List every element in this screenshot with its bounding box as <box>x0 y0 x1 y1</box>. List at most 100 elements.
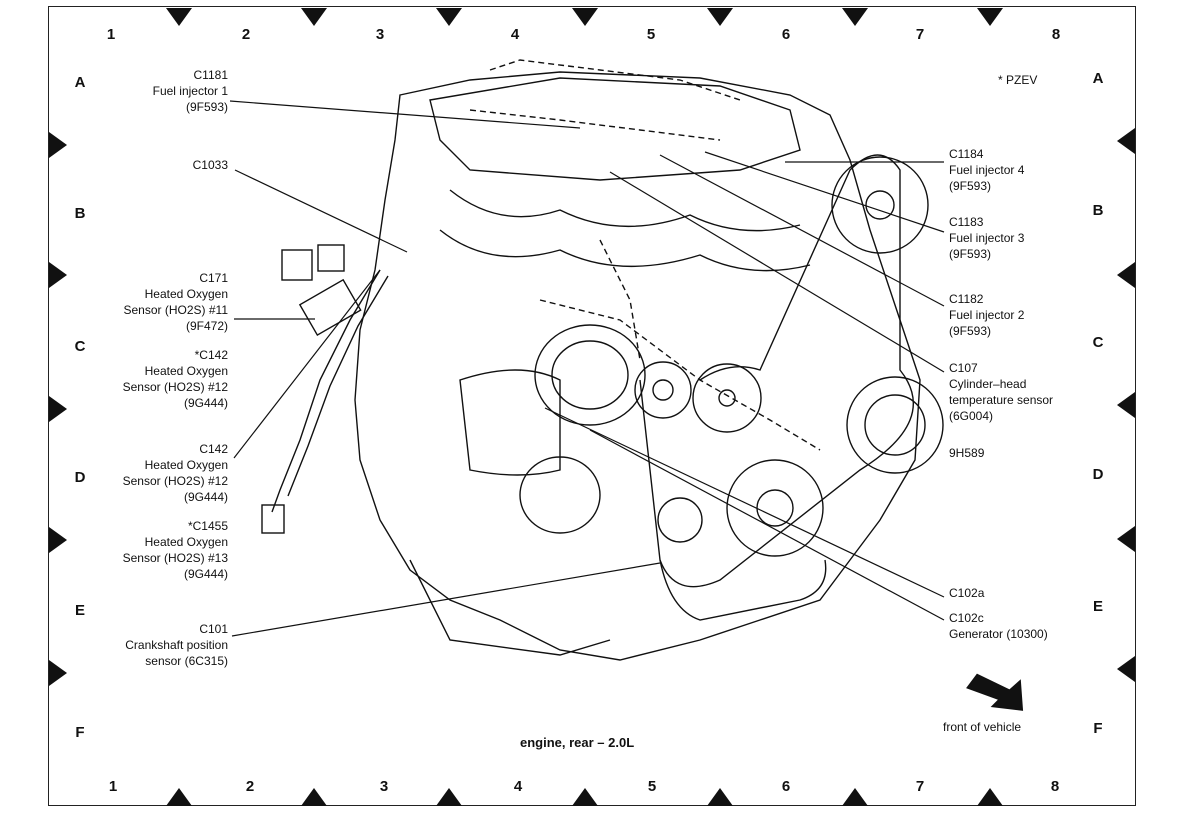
valve-cover <box>429 77 801 181</box>
callout-c102a-line-1: C102a <box>949 586 985 600</box>
grid-col-3-bottom: 3 <box>379 778 389 795</box>
grid-marker-left-1 <box>49 132 67 158</box>
grid-row-F-left: F <box>75 724 85 741</box>
water-pump-pulley <box>831 156 929 254</box>
callout-c1181-line-3: (9F593) <box>185 100 228 114</box>
c171-connector <box>281 249 313 281</box>
leader-c1183 <box>704 151 945 233</box>
callout-c1182-line-2: Fuel injector 2 <box>949 308 1025 322</box>
leader-c101 <box>231 562 661 637</box>
grid-row-B-left: B <box>74 205 86 222</box>
grid-marker-top-2 <box>301 8 327 26</box>
grid-row-C-right: C <box>1092 334 1104 351</box>
grid-col-4-top: 4 <box>510 26 520 43</box>
grid-marker-right-1 <box>1117 128 1135 154</box>
callout-c1183-line-1: C1183 <box>949 215 984 229</box>
intake-runners <box>449 189 801 232</box>
grid-col-4-bottom: 4 <box>513 778 523 795</box>
callout-c142-pzev-line-1: *C142 <box>194 348 228 362</box>
callout-c107-line-3: temperature sensor <box>949 393 1054 407</box>
o2-sensor-harness <box>271 269 381 513</box>
grid-marker-right-5 <box>1117 656 1135 682</box>
grid-col-8-bottom: 8 <box>1050 778 1060 795</box>
grid-row-D-right: D <box>1092 466 1104 483</box>
grid-col-6-bottom: 6 <box>781 778 791 795</box>
callout-c142-pzev-line-2: Heated Oxygen <box>144 364 228 378</box>
grid-col-3-top: 3 <box>375 26 385 43</box>
callout-c107-line-2: Cylinder–head <box>949 377 1027 391</box>
callout-c107-line-4: (6G004) <box>949 409 994 423</box>
grid-marker-left-2 <box>49 262 67 288</box>
engine-wiring-harness <box>489 59 741 101</box>
callout-c102c-line-2: Generator (10300) <box>949 627 1048 641</box>
grid-col-5-top: 5 <box>646 26 656 43</box>
grid-marker-bottom-6 <box>842 788 868 806</box>
grid-marker-bottom-5 <box>707 788 733 806</box>
callout-c171: C171 Heated Oxygen Sensor (HO2S) #11 (9F… <box>98 270 229 334</box>
callout-c142-pzev-line-3: Sensor (HO2S) #12 <box>122 380 228 394</box>
callout-c1183: C1183 Fuel injector 3 (9F593) <box>949 214 1089 262</box>
grid-col-5-bottom: 5 <box>647 778 657 795</box>
alternator-pulley <box>634 361 692 419</box>
crank-pulley <box>726 459 824 557</box>
grid-marker-top-6 <box>842 8 868 26</box>
callout-c101-line-1: C101 <box>199 622 228 636</box>
callout-c1182-line-3: (9F593) <box>949 324 992 338</box>
leader-c102a <box>544 407 945 598</box>
grid-marker-bottom-1 <box>166 788 192 806</box>
callout-c102c: C102c Generator (10300) <box>949 610 1089 642</box>
grid-marker-bottom-2 <box>301 788 327 806</box>
callout-c1033: C1033 <box>108 157 228 173</box>
callout-c1182-line-1: C1182 <box>949 292 984 306</box>
callout-c142: C142 Heated Oxygen Sensor (HO2S) #12 (9G… <box>98 441 228 505</box>
callout-c107-line-1: C107 <box>949 361 978 375</box>
grid-marker-bottom-3 <box>436 788 462 806</box>
grid-row-E-left: E <box>74 602 85 619</box>
callout-c1183-line-2: Fuel injector 3 <box>949 231 1025 245</box>
callout-c1184: C1184 Fuel injector 4 (9F593) <box>949 146 1089 194</box>
tensioner-pulley <box>692 363 762 433</box>
grid-marker-top-4 <box>572 8 598 26</box>
callout-c1184-line-3: (9F593) <box>949 179 992 193</box>
callout-c1181-line-2: Fuel injector 1 <box>152 84 228 98</box>
pzev-note: * PZEV <box>998 73 1038 87</box>
callout-c142-line-2: Heated Oxygen <box>144 458 228 472</box>
grid-row-A-right: A <box>1092 70 1104 87</box>
callout-c102c-line-1: C102c <box>949 611 984 625</box>
callout-c1455-line-1: *C1455 <box>187 519 228 533</box>
idler-pulley <box>657 497 703 543</box>
grid-row-D-left: D <box>74 469 86 486</box>
diagram-caption: engine, rear – 2.0L <box>520 735 635 750</box>
callout-c102a: C102a <box>949 585 1089 601</box>
grid-marker-left-3 <box>49 396 67 422</box>
serpentine-belt <box>639 154 915 588</box>
callout-c142-pzev: *C142 Heated Oxygen Sensor (HO2S) #12 (9… <box>98 347 228 411</box>
ac-compressor-pulley <box>846 376 944 474</box>
callout-c1455: *C1455 Heated Oxygen Sensor (HO2S) #13 (… <box>98 518 228 582</box>
callout-c1184-line-2: Fuel injector 4 <box>949 163 1025 177</box>
o2-sensor-connector <box>261 504 285 534</box>
grid-marker-right-4 <box>1117 526 1135 552</box>
grid-col-2-bottom: 2 <box>245 778 255 795</box>
grid-row-E-right: E <box>1092 598 1103 615</box>
callout-c107: C107 Cylinder–head temperature sensor (6… <box>949 360 1089 424</box>
leader-c1182 <box>659 154 945 307</box>
callout-c171-line-2: Heated Oxygen <box>144 287 228 301</box>
leader-c107 <box>609 171 945 373</box>
callout-9h589: 9H589 <box>949 445 1089 461</box>
grid-marker-top-3 <box>436 8 462 26</box>
leader-c102c <box>589 429 945 621</box>
callout-c142-line-3: Sensor (HO2S) #12 <box>122 474 228 488</box>
grid-row-F-right: F <box>1093 720 1103 737</box>
grid-marker-top-5 <box>707 8 733 26</box>
grid-marker-left-4 <box>49 527 67 553</box>
intake-tube <box>459 369 561 476</box>
grid-marker-right-2 <box>1117 262 1135 288</box>
engine-block-outline <box>354 71 921 661</box>
callout-c1455-line-4: (9G444) <box>183 567 228 581</box>
grid-col-2-top: 2 <box>241 26 251 43</box>
callout-c101-line-3: sensor (6C315) <box>145 654 228 668</box>
callout-c142-line-1: C142 <box>199 442 228 456</box>
grid-col-7-bottom: 7 <box>915 778 925 795</box>
